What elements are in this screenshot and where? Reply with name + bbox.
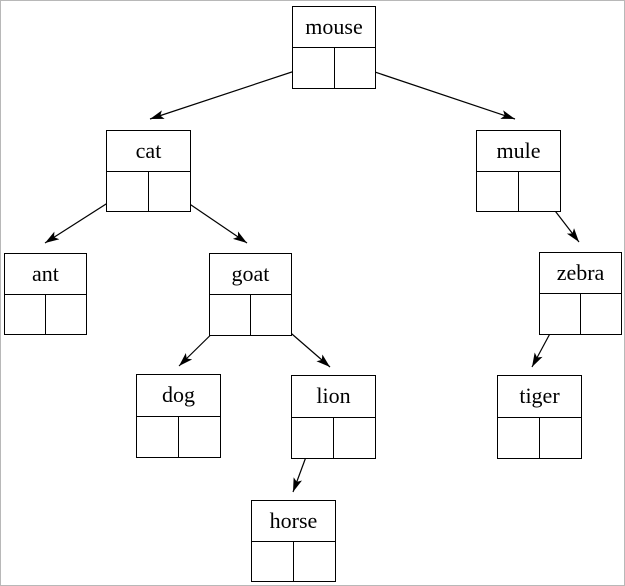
pointer-cells <box>107 170 190 212</box>
node-label: horse <box>269 507 318 533</box>
pointer-cells <box>498 416 581 459</box>
left-pointer-cell <box>210 295 250 335</box>
node-label: zebra <box>556 260 605 285</box>
tree-node-zebra: zebra <box>539 252 622 335</box>
right-pointer-cell <box>518 171 560 211</box>
right-pointer-cell <box>178 416 220 457</box>
pointer-cells <box>5 293 86 335</box>
edge-mouse-left-to-cat <box>149 64 314 120</box>
node-label: goat <box>231 261 270 286</box>
tree-node-mule: mule <box>476 130 561 212</box>
left-pointer-cell <box>5 295 45 335</box>
tree-node-horse: horse <box>251 500 336 582</box>
right-pointer-cell <box>148 171 190 211</box>
pointer-cells <box>292 416 375 459</box>
right-pointer-cell <box>293 541 335 581</box>
node-label: lion <box>316 383 351 409</box>
tree-node-mouse: mouse <box>292 6 376 89</box>
tree-node-cat: cat <box>106 130 191 212</box>
pointer-cells <box>293 47 375 88</box>
node-label: dog <box>162 382 195 408</box>
right-pointer-cell <box>45 294 86 334</box>
right-pointer-cell <box>333 417 375 458</box>
left-pointer-cell <box>292 418 333 459</box>
node-label: mule <box>496 137 541 163</box>
right-pointer-cell <box>539 417 581 458</box>
tree-node-lion: lion <box>291 375 376 459</box>
pointer-cells <box>252 540 335 582</box>
left-pointer-cell <box>477 172 518 212</box>
pointer-cells <box>540 293 621 334</box>
tree-node-dog: dog <box>136 374 221 458</box>
left-pointer-cell <box>107 172 148 212</box>
left-pointer-cell <box>540 294 580 334</box>
right-pointer-cell <box>580 294 621 334</box>
left-pointer-cell <box>498 418 539 459</box>
tree-node-tiger: tiger <box>497 375 582 459</box>
left-pointer-cell <box>137 417 178 458</box>
pointer-cells <box>137 415 220 458</box>
left-pointer-cell <box>293 48 334 88</box>
right-pointer-cell <box>250 295 291 335</box>
tree-node-goat: goat <box>209 253 292 336</box>
right-pointer-cell <box>333 48 376 88</box>
pointer-cells <box>477 170 560 212</box>
node-label: ant <box>32 260 59 286</box>
left-pointer-cell <box>252 542 293 582</box>
node-label: tiger <box>519 383 560 409</box>
tree-node-ant: ant <box>4 253 87 335</box>
node-label: cat <box>135 137 162 163</box>
edge-mouse-right-to-mule <box>353 64 516 120</box>
node-label: mouse <box>305 14 363 39</box>
pointer-cells <box>210 294 291 335</box>
